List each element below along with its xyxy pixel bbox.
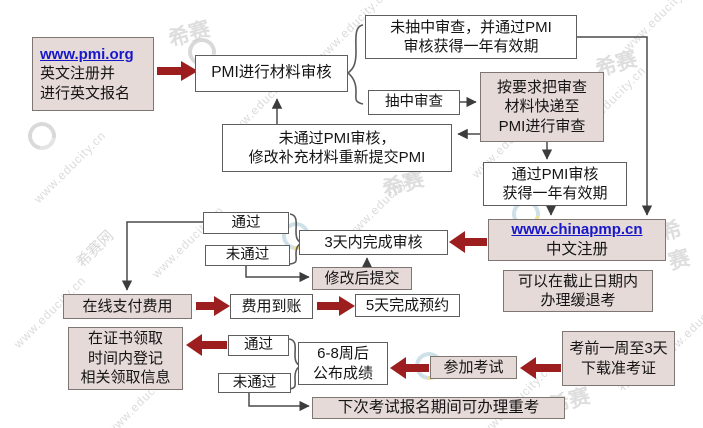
connector-fail1-to-resubmit (245, 266, 310, 283)
pass-2-label: 通过 (244, 337, 273, 354)
red-arrow-chinapmp-to-review3days (449, 231, 487, 253)
fail-1-label: 未通过 (225, 247, 270, 264)
red-arrow-register-to-review (157, 61, 198, 81)
node-send-materials: 按要求把审查 材料快递至 PMI进行审查 (480, 72, 604, 142)
node-fee-arrived: 费用到账 (230, 294, 313, 319)
node-pmi-review: PMI进行材料审核 (195, 55, 348, 92)
red-arrow-pass2-to-cert (186, 334, 227, 356)
pmi-review-label: PMI进行材料审核 (211, 64, 332, 82)
node-review-3days: 3天内完成审核 (299, 230, 448, 255)
selected-label: 抽中审查 (385, 94, 443, 111)
pmi-register-label: 英文注册并 进行英文报名 (40, 65, 131, 102)
node-pay-online: 在线支付费用 (63, 294, 192, 319)
book-5days-label: 5天完成预约 (365, 296, 450, 314)
node-not-selected: 未抽中审查，并通过PMI 审核获得一年有效期 (365, 15, 577, 59)
pmi-org-link[interactable]: www.pmi.org (40, 45, 134, 63)
node-fail-pmi: 未通过PMI审核， 修改补充材料重新提交PMI (222, 124, 452, 172)
not-selected-label: 未抽中审查，并通过PMI 审核获得一年有效期 (390, 18, 552, 56)
node-pass-1: 通过 (203, 212, 289, 234)
review-3days-label: 3天内完成审核 (324, 233, 423, 251)
cert-register-label: 在证书领取 时间内登记 相关领取信息 (80, 330, 171, 387)
connector-pass1-to-pay (121, 221, 203, 291)
red-arrow-pay-to-fee (196, 296, 230, 316)
send-materials-label: 按要求把审查 材料快递至 PMI进行审查 (496, 78, 587, 135)
fail-pmi-label: 未通过PMI审核， 修改补充材料重新提交PMI (248, 129, 426, 167)
node-pass-pmi: 通过PMI审核 获得一年有效期 (483, 162, 627, 206)
fail-2-label: 未通过 (232, 374, 277, 391)
node-book-5days: 5天完成预约 (355, 294, 460, 317)
node-admission: 考前一周至3天 下载准考证 (562, 331, 675, 386)
node-results: 6-8周后 公布成绩 (298, 342, 388, 385)
red-arrow-admission-to-exam (520, 357, 561, 379)
resubmit-label: 修改后提交 (324, 269, 400, 287)
admission-label: 考前一周至3天 下载准考证 (569, 340, 668, 377)
connector-fail2-to-retake (248, 393, 310, 412)
postpone-label: 可以在截止日期内 办理缓退考 (517, 272, 638, 310)
pay-online-label: 在线支付费用 (82, 297, 173, 315)
node-fail-2: 未通过 (218, 373, 291, 393)
red-arrow-fee-to-book (317, 296, 355, 316)
node-resubmit: 修改后提交 (312, 267, 412, 290)
node-pmi-register: www.pmi.org 英文注册并 进行英文报名 (32, 37, 154, 111)
chinapmp-link[interactable]: www.chinapmp.cn (511, 221, 643, 239)
node-postpone: 可以在截止日期内 办理缓退考 (503, 270, 653, 312)
take-exam-label: 参加考试 (443, 358, 504, 376)
fee-arrived-label: 费用到账 (241, 297, 302, 315)
results-label: 6-8周后 公布成绩 (312, 345, 373, 382)
brace-review-branches (346, 24, 364, 105)
pass-1-label: 通过 (231, 214, 261, 231)
red-arrow-exam-to-results (390, 357, 429, 379)
node-selected: 抽中审查 (368, 90, 460, 115)
node-cert-register: 在证书领取 时间内登记 相关领取信息 (68, 327, 183, 390)
node-take-exam: 参加考试 (430, 356, 517, 379)
chinapmp-label: 中文注册 (545, 240, 608, 258)
pass-pmi-label: 通过PMI审核 获得一年有效期 (502, 165, 608, 203)
node-chinapmp: www.chinapmp.cn 中文注册 (488, 219, 666, 261)
node-fail-1: 未通过 (205, 245, 290, 266)
retake-label: 下次考试报名期间可办理重考 (337, 398, 540, 416)
node-retake: 下次考试报名期间可办理重考 (312, 397, 565, 419)
connector-notselected-to-chinapmp (577, 36, 653, 216)
node-pass-2: 通过 (228, 335, 289, 356)
